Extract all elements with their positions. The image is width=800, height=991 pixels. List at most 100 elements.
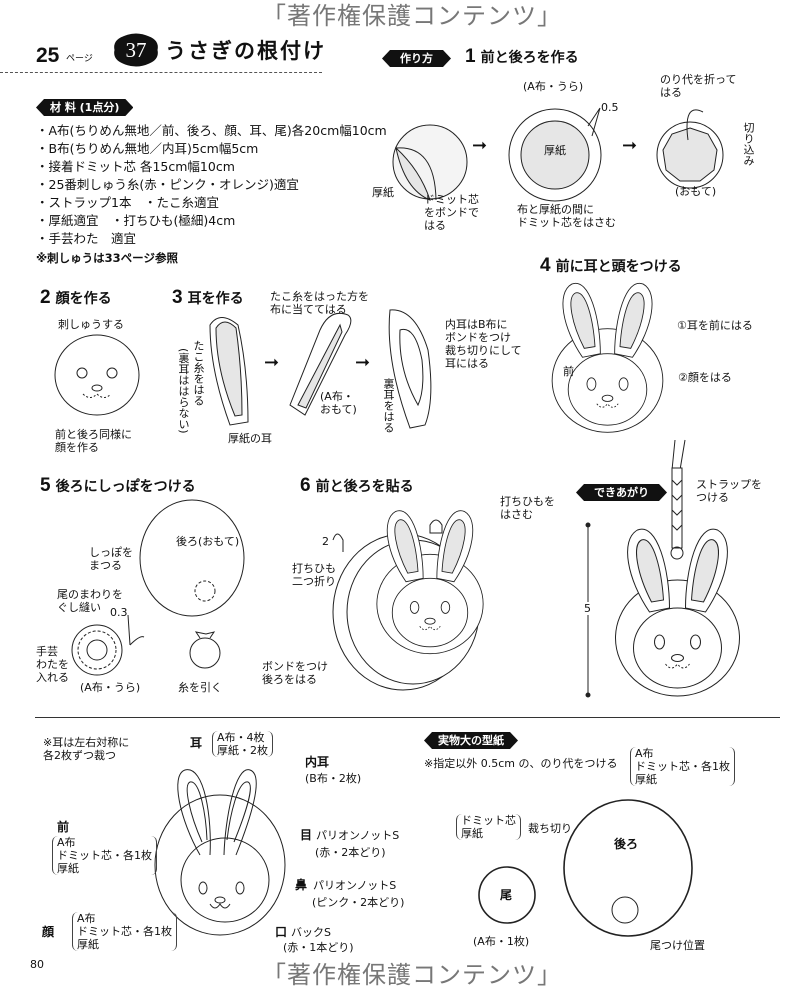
step1-diagram	[392, 107, 724, 202]
label-a-fabric-back: (A布・うら)	[523, 80, 584, 93]
header-dashed-divider	[0, 72, 322, 73]
nose-spec: パリオンノットS	[313, 879, 397, 892]
label-no-back: (裏耳ははらない)	[177, 348, 190, 434]
seam-note: ※指定以外 0.5cm の、のり代をつける	[424, 757, 618, 770]
step-number: 4	[540, 255, 551, 276]
label-margin: 0.5	[601, 101, 619, 114]
label-string-side: たこ糸をはった方を 布に当ててはる	[270, 290, 369, 316]
step-title: 前に耳と頭をつける	[555, 259, 682, 275]
watermark-bottom: 「著作権保護コンテンツ」	[262, 961, 562, 989]
label-a-front: (A布・ おもて)	[320, 390, 357, 416]
nose-label: 鼻	[295, 878, 308, 892]
eye-spec: パリオンノットS	[316, 829, 400, 842]
label-cotton: 手芸 わたを 入れる	[36, 645, 69, 684]
arrow-right-icon: ➞	[355, 352, 371, 373]
material-item: ・手芸わた 適宜	[36, 231, 137, 246]
step-number: 6	[300, 475, 311, 496]
label-a-back: (A布・うら)	[80, 681, 141, 694]
label-domitt: ドミット芯 をボンドで はる	[424, 193, 479, 232]
label-back-front: 後ろ(おもて)	[176, 535, 240, 548]
ear-note: ※耳は左右対称に 各2枚ずつ裁つ	[43, 736, 130, 762]
face-spec: A布 ドミット芯・各1枚 厚紙	[72, 912, 177, 951]
face-label: 顔	[42, 925, 55, 939]
page-ref-label: ページ	[66, 54, 93, 64]
ear-spec: A布・4枚 厚紙・2枚	[212, 731, 273, 757]
step-number: 5	[40, 475, 51, 496]
mouth-label: 口	[275, 925, 288, 939]
step6-diagram	[332, 510, 484, 691]
arrow-right-icon: ➞	[472, 135, 488, 156]
label-back-ear: 裏耳をはる	[382, 378, 395, 433]
ear-label: 耳	[190, 736, 203, 750]
label-cord-insert: 打ちひもを はさむ	[500, 495, 555, 521]
mouth-thread: (赤・1本どり)	[283, 941, 354, 954]
label-cardboard-center: 厚紙	[544, 144, 566, 157]
material-item: ・接着ドミット芯 各15cm幅10cm	[36, 159, 235, 174]
tail-position-label: 尾つけ位置	[650, 939, 705, 952]
material-item: ・25番刺しゅう糸(赤・ピンク・オレンジ)適宜	[36, 177, 299, 192]
step-number: 2	[40, 287, 51, 308]
howto-tag: 作り方	[382, 50, 451, 67]
label-glue: ボンドをつけ 後ろをはる	[262, 660, 328, 686]
label-embroider: 刺しゅうする	[58, 318, 124, 331]
inner-ear-label: 内耳	[305, 755, 330, 769]
cut-label: 裁ち切り	[528, 822, 572, 835]
watermark-top: 「著作権保護コンテンツ」	[262, 2, 562, 30]
arrow-right-icon: ➞	[264, 352, 280, 373]
eye-thread: (赤・2本どり)	[315, 846, 386, 859]
label-cardboard: 厚紙	[372, 186, 394, 199]
step-number: 1	[465, 46, 476, 67]
mouth-spec: バックS	[291, 926, 331, 939]
label-string: たこ糸をはる	[192, 340, 205, 406]
tail-spec: (A布・1枚)	[473, 935, 530, 948]
pattern-right-diagram	[478, 799, 693, 937]
label-cord-fold: 打ちひも 二つ折り	[292, 562, 336, 588]
label-inner-ear: 内耳はB布に ボンドをつけ 裁ち切りにして 耳にはる	[445, 318, 522, 370]
front-label: 前	[57, 820, 70, 834]
pattern-tag: 実物大の型紙	[424, 732, 518, 749]
arrow-right-icon: ➞	[622, 135, 638, 156]
label-sew-tail: しっぽを まつる	[89, 546, 133, 572]
label-front: 前	[563, 365, 574, 378]
step3-ear-diagrams	[209, 309, 432, 429]
front-pattern-diagram	[154, 769, 286, 936]
step4-diagram	[551, 282, 664, 433]
eye-label: 目	[300, 828, 313, 842]
tail-label: 尾	[500, 888, 513, 902]
label-front: (おもて)	[675, 185, 717, 198]
label-card-ear: 厚紙の耳	[228, 432, 272, 445]
finished-tag: できあがり	[576, 484, 667, 501]
label-pull: 糸を引く	[178, 681, 222, 694]
inner-ear-spec: (B布・2枚)	[305, 772, 362, 785]
step2-face-diagram	[54, 334, 140, 416]
cut-spec: ドミット芯 厚紙	[456, 814, 521, 840]
label-fold: のり代を折って はる	[660, 73, 737, 99]
step-title: 後ろにしっぽをつける	[55, 479, 196, 495]
material-item: ・A布(ちりめん無地／前、後ろ、顔、耳、尾)各20cm幅10cm	[36, 123, 387, 138]
label-margin: 0.3	[110, 606, 128, 619]
label-running-stitch: 尾のまわりを ぐし縫い	[57, 588, 123, 614]
back-label: 後ろ	[614, 837, 639, 851]
embroidery-note: ※刺しゅうは33ページ参照	[36, 251, 178, 265]
page-ref-number: 25	[36, 44, 60, 67]
step-title: 耳を作る	[187, 291, 244, 307]
label-same: 前と後ろ同様に 顔を作る	[55, 428, 132, 454]
material-item: ・ストラップ1本 ・たこ糸適宜	[36, 195, 219, 210]
step-number: 3	[172, 287, 183, 308]
step5-diagram	[71, 499, 245, 676]
nose-thread: (ピンク・2本どり)	[312, 896, 405, 909]
front-spec: A布 ドミット芯・各1枚 厚紙	[52, 836, 157, 875]
page-number: 80	[30, 958, 44, 971]
finished-diagram	[585, 439, 741, 698]
label-strap: ストラップを つける	[696, 478, 762, 504]
material-item: ・厚紙適宜 ・打ちひも(極細)4cm	[36, 213, 236, 228]
label-two: 2	[322, 535, 329, 548]
step-title: 前と後ろを作る	[480, 50, 579, 66]
item-number: 37	[125, 38, 147, 62]
